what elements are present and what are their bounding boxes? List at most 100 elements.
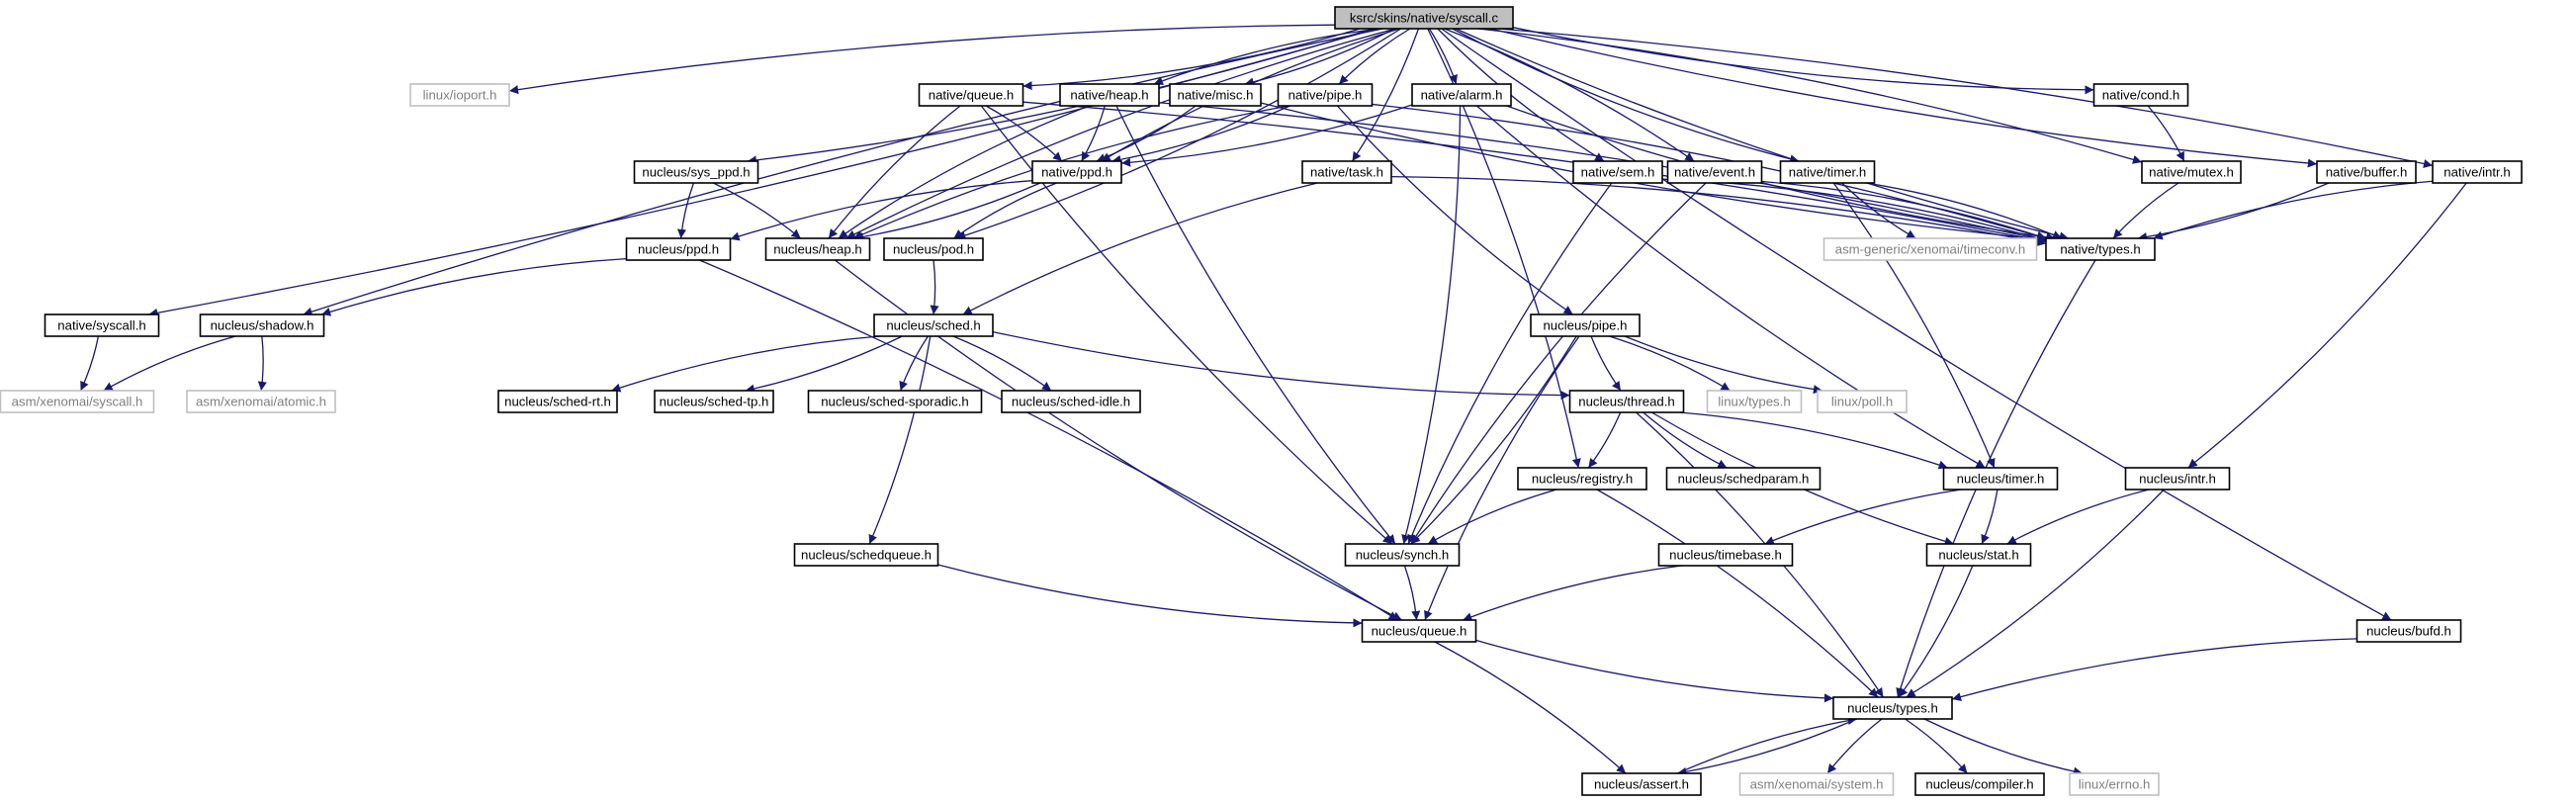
node-nucleus-queue[interactable]: nucleus/queue.h (1361, 619, 1477, 643)
node-nucleus-thread[interactable]: nucleus/thread.h (1568, 390, 1685, 413)
edge-nucleus_thread-to-nucleus_timer (1679, 411, 1948, 470)
edge-root-to-nucleus_bufd (1441, 28, 2392, 621)
node-nucleus-assert[interactable]: nucleus/assert.h (1581, 772, 1702, 796)
edge-nucleus_queue-to-nucleus_types (1475, 639, 1834, 703)
edge-native_syscall-to-asm_syscall (79, 335, 100, 392)
node-box (1059, 83, 1160, 107)
edge-nucleus_ppd-to-nucleus_shadow (320, 257, 627, 316)
node-box (199, 313, 325, 337)
node-nucleus-stat[interactable]: nucleus/stat.h (1925, 543, 2032, 567)
edge-native_sem-to-nucleus_synch (1407, 182, 1613, 545)
node-native-syscall[interactable]: native/syscall.h (44, 313, 160, 337)
edge-nucleus_pod-to-nucleus_sched (930, 259, 939, 315)
node-box (1666, 160, 1763, 184)
node-native-cond[interactable]: native/cond.h (2092, 83, 2189, 107)
node-box (1517, 467, 1647, 491)
edge-native_alarm-to-native_ppd (1120, 104, 1413, 167)
node-box (1665, 467, 1821, 491)
node-box (497, 390, 618, 413)
node-linux-types: linux/types.h (1706, 390, 1803, 413)
node-nucleus-pipe[interactable]: nucleus/pipe.h (1530, 313, 1641, 337)
node-sched-idle[interactable]: nucleus/sched-idle.h (1001, 390, 1141, 413)
edge-nucleus_pipe-to-nucleus_synch (1410, 335, 1577, 545)
node-sched-rt[interactable]: nucleus/sched-rt.h (497, 390, 618, 413)
edge-nucleus_synch-to-nucleus_queue (1403, 565, 1421, 621)
edge-native_intr-to-nucleus_intr (2187, 182, 2467, 469)
node-native-heap[interactable]: native/heap.h (1059, 83, 1160, 107)
edge-native_ppd-to-nucleus_ppd (730, 180, 1033, 241)
node-label: linux/ioport.h (423, 87, 497, 102)
node-label: native/syscall.h (57, 317, 145, 332)
node-nucleus-synch[interactable]: nucleus/synch.h (1344, 543, 1461, 567)
node-label: nucleus/intr.h (2139, 471, 2216, 486)
node-nucleus-registry[interactable]: nucleus/registry.h (1517, 467, 1647, 491)
node-native-misc[interactable]: native/misc.h (1169, 83, 1262, 107)
node-native-queue[interactable]: native/queue.h (918, 83, 1024, 107)
node-native-timer[interactable]: native/timer.h (1779, 160, 1876, 184)
edge-native_heap-to-native_ppd (1081, 105, 1106, 162)
node-label: nucleus/compiler.h (1925, 776, 2033, 791)
node-nucleus-intr[interactable]: nucleus/intr.h (2124, 467, 2231, 491)
node-nucleus-timer[interactable]: nucleus/timer.h (1942, 467, 2059, 491)
node-label: nucleus/sched-sporadic.h (821, 394, 969, 408)
node-native-sem[interactable]: native/sem.h (1572, 160, 1663, 184)
node-label: native/intr.h (2443, 164, 2510, 179)
node-box (1411, 83, 1512, 107)
node-native-event[interactable]: native/event.h (1666, 160, 1763, 184)
node-box (1361, 619, 1477, 643)
edge-nucleus_thread-to-nucleus_schedparam (1643, 411, 1728, 469)
node-box (2355, 619, 2462, 643)
node-box (1169, 83, 1262, 107)
edge-native_intr-to-native_types (2153, 180, 2434, 240)
node-nucleus-sys-ppd[interactable]: nucleus/sys_ppd.h (633, 160, 759, 184)
node-box (2316, 160, 2417, 184)
node-sched-tp[interactable]: nucleus/sched-tp.h (654, 390, 774, 413)
edge-nucleus_sched-to-sched_tp (745, 335, 903, 394)
node-nucleus-heap[interactable]: nucleus/heap.h (764, 237, 871, 261)
node-native-alarm[interactable]: native/alarm.h (1411, 83, 1512, 107)
node-nucleus-ppd[interactable]: nucleus/ppd.h (625, 237, 732, 261)
node-nucleus-shadow[interactable]: nucleus/shadow.h (199, 313, 325, 337)
node-box (883, 237, 984, 261)
node-nucleus-types[interactable]: nucleus/types.h (1832, 696, 1953, 720)
node-box (409, 83, 510, 107)
edge-nucleus_timer-to-nucleus_timebase (1764, 489, 1962, 545)
node-box (1832, 696, 1953, 720)
edge-root-to-native_alarm (1428, 28, 1458, 85)
node-root[interactable]: ksrc/skins/native/syscall.c (1334, 6, 1514, 30)
edge-native_alarm-to-nucleus_timer (1476, 105, 1986, 469)
node-nucleus-schedparam[interactable]: nucleus/schedparam.h (1665, 467, 1821, 491)
node-nucleus-bufd[interactable]: nucleus/bufd.h (2355, 619, 2462, 643)
node-box (1572, 160, 1663, 184)
node-native-intr[interactable]: native/intr.h (2432, 160, 2523, 184)
edges-layer (79, 24, 2467, 776)
node-box (1817, 390, 1908, 413)
edge-nucleus_sched-to-nucleus_schedqueue (868, 335, 932, 545)
node-nucleus-compiler[interactable]: nucleus/compiler.h (1914, 772, 2045, 796)
node-native-ppd[interactable]: native/ppd.h (1031, 160, 1122, 184)
edge-root-to-nucleus_pod (956, 28, 1402, 240)
node-label: nucleus/ppd.h (638, 241, 719, 256)
node-nucleus-schedqueue[interactable]: nucleus/schedqueue.h (793, 543, 939, 567)
node-label: nucleus/shadow.h (211, 317, 314, 332)
node-box (1942, 467, 2059, 491)
node-native-task[interactable]: native/task.h (1301, 160, 1392, 184)
node-asm-system: asm/xenomai/system.h (1738, 772, 1895, 796)
node-native-buffer[interactable]: native/buffer.h (2316, 160, 2417, 184)
edge-root-to-linux_ioport (508, 24, 1336, 95)
edge-native_cond-to-native_mutex (2147, 105, 2185, 162)
edge-native_event-to-nucleus_synch (1410, 182, 1707, 545)
node-nucleus-timebase[interactable]: nucleus/timebase.h (1657, 543, 1794, 567)
edge-nucleus_shadow-to-asm_atomic (257, 335, 267, 392)
edge-nucleus_types-to-asm_system (1826, 718, 1883, 774)
edge-nucleus_sys_ppd-to-nucleus_ppd (676, 182, 695, 239)
node-label: native/pipe.h (1288, 87, 1363, 102)
node-native-types[interactable]: native/types.h (2045, 237, 2156, 261)
node-sched-sporadic[interactable]: nucleus/sched-sporadic.h (807, 390, 983, 413)
node-nucleus-pod[interactable]: nucleus/pod.h (883, 237, 984, 261)
node-native-pipe[interactable]: native/pipe.h (1277, 83, 1374, 107)
node-box (1738, 772, 1895, 796)
node-native-mutex[interactable]: native/mutex.h (2141, 160, 2242, 184)
edge-root-to-native_buffer (1490, 28, 2318, 168)
node-nucleus-sched[interactable]: nucleus/sched.h (873, 313, 994, 337)
